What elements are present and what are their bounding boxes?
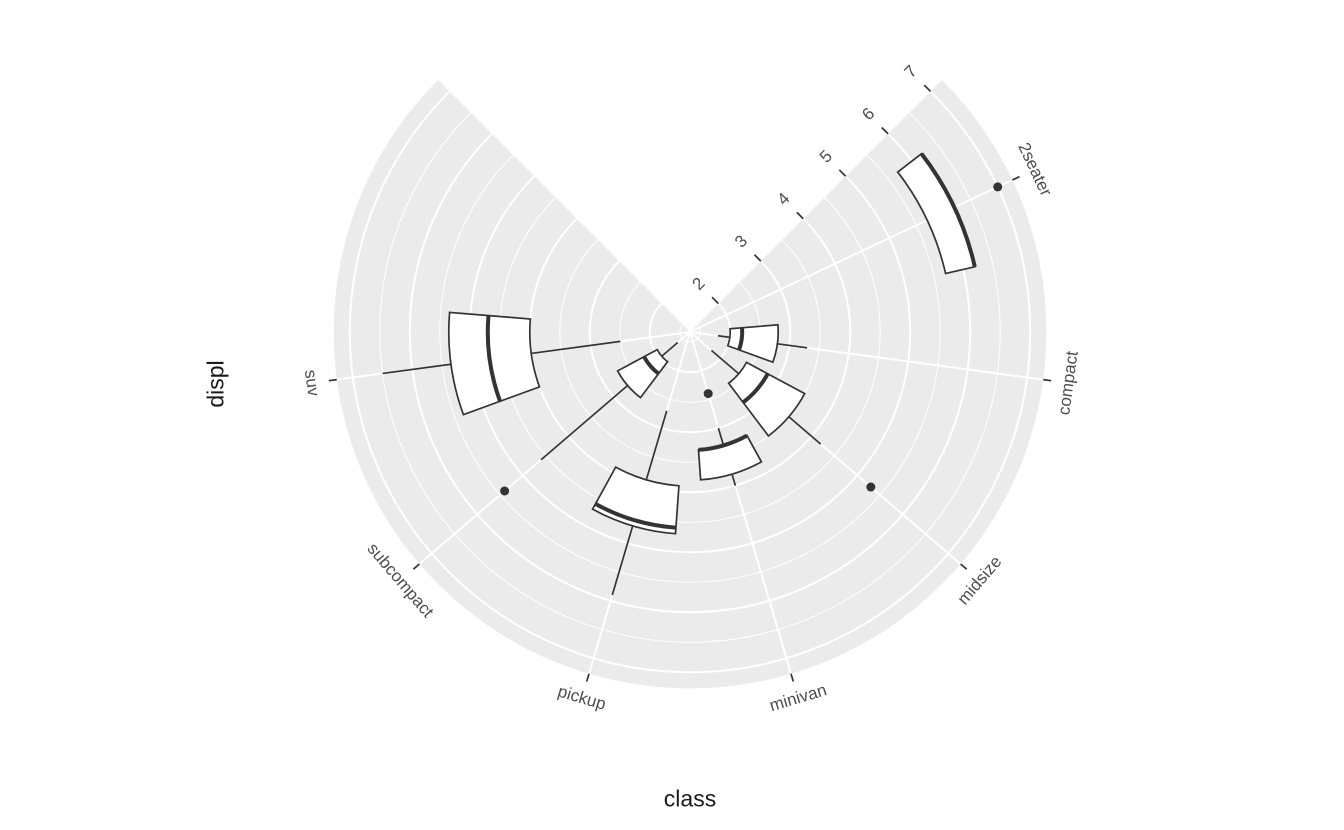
box-suv bbox=[447, 311, 541, 416]
whisker-pickup bbox=[611, 525, 634, 596]
theta-axis-tick-pickup bbox=[585, 673, 590, 682]
box-subcompact bbox=[616, 348, 669, 399]
median-2seater bbox=[919, 152, 977, 268]
r-axis-label-6: 6 bbox=[858, 104, 878, 124]
whisker-subcompact bbox=[540, 384, 629, 461]
whisker-midsize bbox=[788, 416, 822, 445]
median-pickup bbox=[594, 502, 677, 530]
whisker-suv bbox=[531, 340, 621, 355]
median-minivan bbox=[698, 433, 748, 452]
r-axis-label-7: 7 bbox=[901, 62, 921, 82]
outlier-point-minivan bbox=[703, 389, 713, 399]
grid-minor-circle bbox=[559, 239, 821, 463]
category-label-2seater: 2seater bbox=[1014, 140, 1056, 200]
grid-major-circle bbox=[348, 90, 1032, 674]
grid-major-circle bbox=[408, 133, 972, 614]
r-axis-label-3: 3 bbox=[731, 231, 751, 251]
r-axis-tick bbox=[923, 84, 932, 93]
r-axis-tick bbox=[838, 169, 847, 177]
box-pickup bbox=[591, 465, 680, 535]
r-axis-tick bbox=[753, 254, 762, 262]
grid-major-circle bbox=[588, 260, 792, 434]
theta-axis-tick-midsize bbox=[960, 563, 968, 570]
outlier-point-subcompact bbox=[500, 486, 510, 496]
theta-axis-tick-compact bbox=[1043, 378, 1052, 382]
median-compact bbox=[737, 327, 745, 351]
r-axis-label-4: 4 bbox=[773, 189, 793, 209]
whisker-minivan bbox=[717, 427, 725, 446]
r-axis-label-5: 5 bbox=[816, 146, 836, 166]
box-midsize bbox=[727, 361, 806, 438]
whisker-midsize bbox=[710, 349, 740, 375]
category-label-minivan: minivan bbox=[767, 680, 829, 715]
whisker-minivan bbox=[731, 473, 737, 486]
outlier-point-2seater bbox=[993, 182, 1003, 192]
whisker-subcompact bbox=[661, 341, 679, 357]
r-axis-tick bbox=[881, 126, 889, 135]
median-suv bbox=[485, 315, 502, 402]
grid-minor-circle bbox=[379, 112, 1001, 643]
theta-axis-tick-2seater bbox=[1011, 175, 1020, 181]
grid-minor-circle bbox=[439, 154, 941, 583]
grid-spoke-2seater bbox=[689, 179, 1013, 333]
grid-minor-circle bbox=[679, 324, 701, 343]
theta-axis-tick-suv bbox=[328, 378, 337, 382]
median-midsize bbox=[741, 372, 770, 404]
outlier-point-midsize bbox=[866, 482, 876, 492]
theta-axis-tick-subcompact bbox=[412, 563, 420, 570]
panel-background bbox=[333, 79, 1047, 689]
category-label-compact: compact bbox=[1054, 350, 1081, 416]
whisker-suv bbox=[382, 363, 452, 375]
r-axis-label-2: 2 bbox=[689, 274, 709, 294]
category-label-suv: suv bbox=[301, 369, 323, 398]
category-label-pickup: pickup bbox=[556, 682, 609, 714]
r-axis-tick bbox=[711, 296, 720, 305]
whisker-compact bbox=[777, 342, 808, 349]
y-axis-title: displ bbox=[202, 360, 229, 408]
whisker-compact bbox=[717, 334, 730, 339]
x-axis-title: class bbox=[663, 785, 717, 812]
median-subcompact bbox=[642, 355, 660, 376]
whisker-pickup bbox=[645, 410, 668, 481]
theta-axis-tick-minivan bbox=[790, 673, 795, 682]
r-axis-tick bbox=[796, 211, 804, 220]
grid-spoke-minivan bbox=[689, 331, 792, 675]
